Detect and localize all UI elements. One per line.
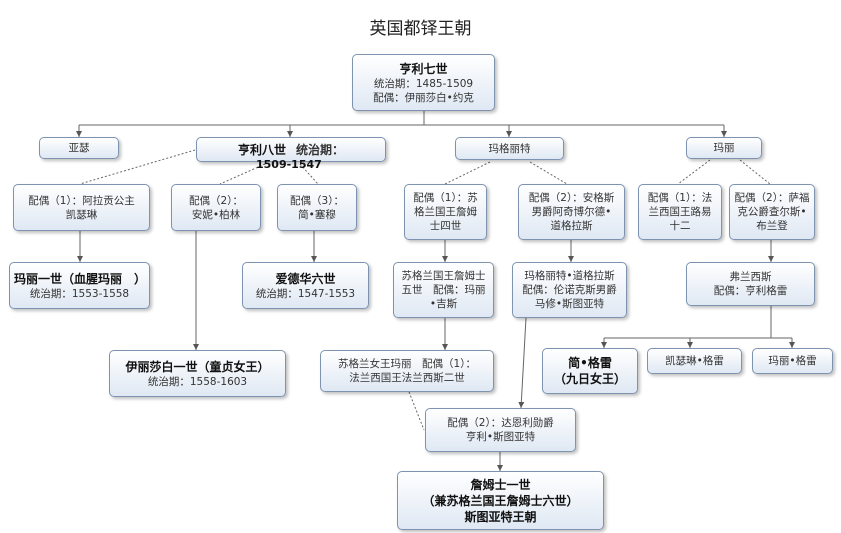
node-mary: 玛丽 <box>686 137 762 159</box>
node-spouse-margaret-1-line3: 士四世 <box>429 220 462 232</box>
node-mary-grey: 玛丽•格雷 <box>752 348 833 374</box>
node-jane-grey-name: 简•格雷 <box>568 356 612 370</box>
node-mary-queen-of-scots: 苏格兰女王玛丽 配偶（1）： 法兰西国王法兰西斯二世 <box>320 350 494 392</box>
node-margaret-douglas-line1: 玛格丽特•道格拉斯 <box>524 270 615 282</box>
node-spouse-henry8-1-line1: 配偶（1）：阿拉贡公主 <box>28 194 135 207</box>
node-edward-vi-reign: 统治期：1547-1553 <box>255 287 356 300</box>
node-james-i: 詹姆士一世 （兼苏格兰国王詹姆士六世） 斯图亚特王朝 <box>397 471 604 530</box>
node-spouse-henry8-3: 配偶（3）： 简•塞穆 <box>277 184 357 231</box>
node-edward-vi-name: 爱德华六世 <box>275 271 336 286</box>
node-frances-spouse: 配偶：亨利格雷 <box>713 285 788 297</box>
node-catherine-grey-name: 凯瑟琳•格雷 <box>665 355 724 367</box>
node-margaret-name: 玛格丽特 <box>488 142 531 155</box>
node-margaret: 玛格丽特 <box>455 137 564 160</box>
node-margaret-douglas: 玛格丽特•道格拉斯 配偶：伦诺克斯男爵 马修•斯图亚特 <box>512 262 627 318</box>
node-spouse-henry8-2-line1: 配偶（2）： <box>189 194 243 207</box>
node-james-v-line3: •吉斯 <box>429 298 458 310</box>
node-spouse-henry8-3-line1: 配偶（3）： <box>290 194 344 207</box>
node-jane-grey: 简•格雷 （九日女王） <box>542 348 638 394</box>
node-spouse-mary-1-line3: 十二 <box>669 220 691 232</box>
node-lord-darnley-line2: 亨利•斯图亚特 <box>465 431 536 443</box>
node-henry-vii: 亨利七世 统治期：1485-1509 配偶：伊丽莎白•约克 <box>352 54 495 111</box>
node-spouse-henry8-1: 配偶（1）：阿拉贡公主 凯瑟琳 <box>13 184 150 231</box>
node-henry-vii-reign: 统治期：1485-1509 <box>373 77 474 90</box>
node-frances-name: 弗兰西斯 <box>729 271 772 283</box>
node-james-i-alt-title: （兼苏格兰国王詹姆士六世） <box>422 493 579 508</box>
node-spouse-mary-2-line2: 克公爵查尔斯• <box>737 206 807 218</box>
node-margaret-douglas-line3: 马修•斯图亚特 <box>534 298 605 310</box>
node-spouse-margaret-2-line1: 配偶（2）：安格斯 <box>528 192 615 204</box>
node-lord-darnley-line1: 配偶（2）：达恩利勋爵 <box>447 417 554 429</box>
node-spouse-henry8-2: 配偶（2）： 安妮•柏林 <box>171 184 261 231</box>
node-henry-vii-name: 亨利七世 <box>399 61 448 76</box>
node-mary-grey-name: 玛丽•格雷 <box>768 355 817 367</box>
node-spouse-mary-1-line1: 配偶（1）：法 <box>647 192 713 204</box>
node-mary-queen-of-scots-line1: 苏格兰女王玛丽 配偶（1）： <box>338 358 476 370</box>
node-spouse-margaret-1: 配偶（1）：苏 格兰国王詹姆 士四世 <box>404 184 487 240</box>
node-spouse-henry8-3-line2: 简•塞穆 <box>298 208 336 221</box>
node-margaret-douglas-line2: 配偶：伦诺克斯男爵 <box>522 284 617 296</box>
node-mary-i: 玛丽一世（血腥玛丽 ） 统治期：1553-1558 <box>9 262 150 309</box>
node-edward-vi: 爱德华六世 统治期：1547-1553 <box>242 262 369 309</box>
node-lord-darnley: 配偶（2）：达恩利勋爵 亨利•斯图亚特 <box>425 408 576 452</box>
node-spouse-margaret-2-line2: 男爵阿奇博尔德• <box>531 206 612 218</box>
node-catherine-grey: 凯瑟琳•格雷 <box>647 348 742 374</box>
node-spouse-henry8-2-line2: 安妮•柏林 <box>191 208 241 221</box>
node-spouse-mary-2-line1: 配偶（2）：萨福 <box>734 192 810 204</box>
node-spouse-mary-1: 配偶（1）：法 兰西国王路易 十二 <box>638 184 722 240</box>
node-henry-viii: 亨利八世 统治期： <box>196 137 386 162</box>
node-spouse-margaret-2: 配偶（2）：安格斯 男爵阿奇博尔德• 道格拉斯 <box>518 184 625 240</box>
node-james-v-line2: 五世 配偶：玛丽 <box>401 284 486 296</box>
node-mary-name: 玛丽 <box>713 142 735 154</box>
node-henry-viii-reign-label: 统治期： <box>296 142 345 157</box>
node-spouse-henry8-1-line2: 凯瑟琳 <box>65 208 98 221</box>
node-elizabeth-i-name: 伊丽莎白一世（童贞女王） <box>125 359 270 374</box>
node-spouse-mary-1-line2: 兰西国王路易 <box>648 206 712 218</box>
node-mary-queen-of-scots-line2: 法兰西国王法兰西斯二世 <box>349 372 465 384</box>
node-jane-grey-title: （九日女王） <box>553 372 626 386</box>
node-elizabeth-i: 伊丽莎白一世（童贞女王） 统治期：1558-1603 <box>109 350 286 397</box>
node-henry-vii-spouse: 配偶：伊丽莎白•约克 <box>373 91 474 104</box>
node-elizabeth-i-reign: 统治期：1558-1603 <box>147 375 248 388</box>
node-frances: 弗兰西斯 配偶：亨利格雷 <box>686 262 815 306</box>
page-title: 英国都铎王朝 <box>369 19 472 39</box>
node-james-v: 苏格兰国王詹姆士 五世 配偶：玛丽 •吉斯 <box>393 262 494 318</box>
node-spouse-margaret-1-line2: 格兰国王詹姆 <box>414 206 477 218</box>
node-spouse-margaret-1-line1: 配偶（1）：苏 <box>413 192 478 204</box>
node-mary-i-name: 玛丽一世（血腥玛丽 ） <box>14 271 147 286</box>
node-henry-viii-name: 亨利八世 <box>237 142 286 157</box>
node-james-v-line1: 苏格兰国王詹姆士 <box>401 270 486 282</box>
node-arthur-name: 亚瑟 <box>68 142 90 154</box>
node-mary-i-reign: 统治期：1553-1558 <box>29 287 130 300</box>
node-spouse-mary-2: 配偶（2）：萨福 克公爵查尔斯• 布兰登 <box>729 184 815 240</box>
node-arthur: 亚瑟 <box>39 137 119 159</box>
node-henry-viii-reign-years: 1509-1547 <box>256 158 322 171</box>
node-spouse-margaret-2-line3: 道格拉斯 <box>550 220 593 232</box>
node-spouse-mary-2-line3: 布兰登 <box>756 220 788 232</box>
node-james-i-name: 詹姆士一世 <box>470 477 531 492</box>
node-james-i-dynasty: 斯图亚特王朝 <box>464 509 537 524</box>
